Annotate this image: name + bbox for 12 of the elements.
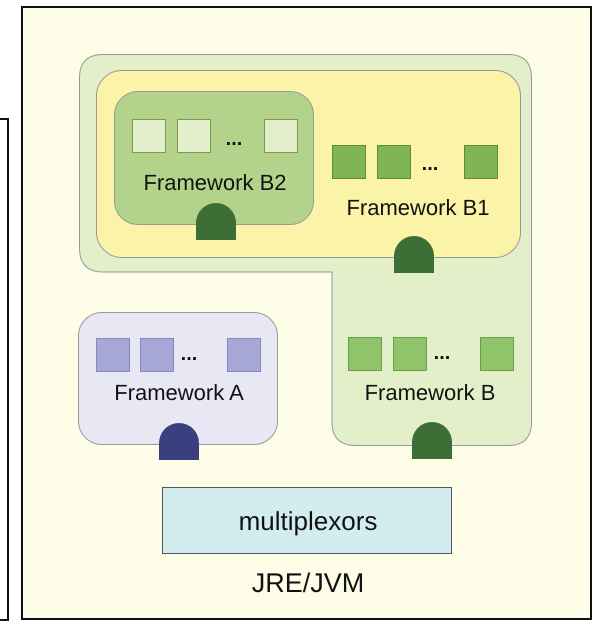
runtime-container — [21, 6, 592, 620]
framework-label: Framework B — [364, 380, 496, 406]
multiplexor-box — [162, 487, 452, 554]
ellipsis-text: ... — [180, 343, 198, 366]
runtime-label: JRE/JVM — [252, 568, 364, 599]
ellipsis-text: ... — [422, 153, 438, 176]
framework-label: Framework A — [114, 380, 244, 406]
framework-label: Framework B1 — [346, 195, 490, 221]
framework-label: multiplexors — [238, 506, 378, 537]
ellipsis-text: ... — [226, 128, 242, 151]
ellipsis-text: ... — [434, 342, 450, 365]
framework-label: Framework B2 — [143, 170, 287, 196]
